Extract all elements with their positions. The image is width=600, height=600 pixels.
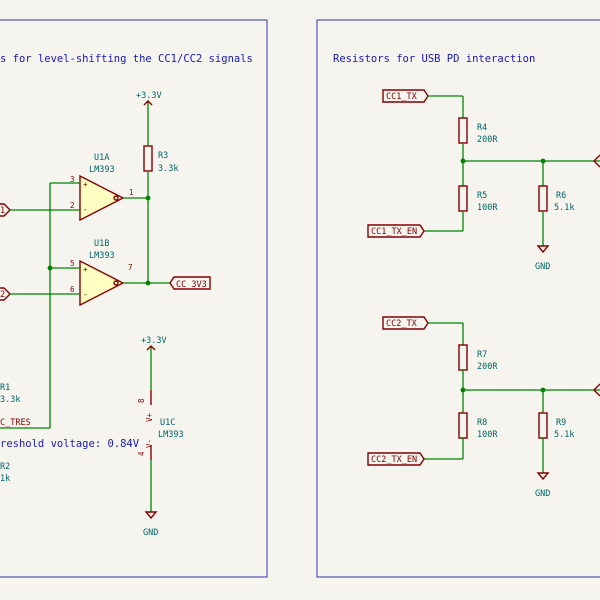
junction-cc1-node xyxy=(460,158,466,164)
resistor-r5: R5 100R xyxy=(458,185,498,213)
resistor-r3: R3 3.3k xyxy=(143,118,178,283)
output-label-cc1 xyxy=(593,154,600,168)
net-label-cc-tres: C_TRES xyxy=(0,418,31,428)
svg-text:R6: R6 xyxy=(556,191,566,201)
junction-u1a-out xyxy=(145,195,151,201)
power-symbol-3v3-u1c: +3.3V xyxy=(141,336,167,390)
u1b-ref: U1B xyxy=(94,239,109,249)
svg-text:200R: 200R xyxy=(477,362,498,372)
resistor-r7: R7 200R xyxy=(458,344,498,372)
svg-text:CC2_TX: CC2_TX xyxy=(386,319,418,329)
svg-text:R8: R8 xyxy=(477,418,487,428)
r2-value: 1k xyxy=(0,474,10,484)
input-label-cc2: 2 xyxy=(0,287,80,301)
power-symbol-3v3-top: +3.3V xyxy=(136,91,162,118)
svg-text:+3.3V: +3.3V xyxy=(141,336,167,346)
svg-text:+: + xyxy=(83,265,88,274)
junction-u1b-out xyxy=(145,280,151,286)
svg-text:R5: R5 xyxy=(477,191,487,201)
r1-value: 3.3k xyxy=(0,395,20,405)
u1c-pin-vplus-num: 8 xyxy=(137,398,146,403)
r3-ref: R3 xyxy=(158,151,168,161)
left-sheet-frame xyxy=(0,19,268,578)
svg-text:5.1k: 5.1k xyxy=(554,430,574,440)
svg-text:R9: R9 xyxy=(556,418,566,428)
net-label-cc2-tx-en: CC2_TX_EN xyxy=(367,452,425,466)
svg-text:-: - xyxy=(83,290,88,299)
r2-ref: R2 xyxy=(0,462,10,472)
right-sheet-frame xyxy=(316,19,600,578)
svg-text:CC_3V3: CC_3V3 xyxy=(176,280,207,290)
u1a-pin-out: 1 xyxy=(129,188,134,197)
resistor-r4: R4 200R xyxy=(458,117,498,145)
svg-text:2: 2 xyxy=(0,290,5,300)
u1c-pin-vminus-num: 4 xyxy=(137,451,146,456)
svg-text:100R: 100R xyxy=(477,203,498,213)
ground-symbol-r6: GND xyxy=(535,245,550,272)
output-label-cc2 xyxy=(593,383,600,397)
svg-text:-: - xyxy=(83,205,88,214)
right-sheet-title: Resistors for USB PD interaction xyxy=(333,53,535,65)
input-label-cc1: 1 xyxy=(0,203,80,217)
resistor-r6: R6 5.1k xyxy=(538,185,574,213)
u1b-pin-minus: 6 xyxy=(70,285,75,294)
u1a-pin-plus: 3 xyxy=(70,175,75,184)
svg-text:R7: R7 xyxy=(477,350,487,360)
ground-symbol-r9: GND xyxy=(535,472,550,499)
svg-text:GND: GND xyxy=(535,262,550,272)
u1c-ref: U1C xyxy=(160,418,175,428)
svg-text:CC2_TX_EN: CC2_TX_EN xyxy=(371,455,417,465)
u1a-ref: U1A xyxy=(94,153,109,163)
comparator-u1c-power-unit: 8 V+ V- 4 U1C LM393 xyxy=(137,390,184,512)
r3-value: 3.3k xyxy=(158,164,178,174)
svg-text:R4: R4 xyxy=(477,123,487,133)
comparator-u1b: + - 5 6 7 U1B LM393 xyxy=(70,239,170,307)
u1b-pin-out: 7 xyxy=(128,263,133,272)
u1a-pin-minus: 2 xyxy=(70,201,75,210)
u1a-value: LM393 xyxy=(89,165,115,175)
resistor-r8: R8 100R xyxy=(458,412,498,440)
u1c-value: LM393 xyxy=(158,430,184,440)
u1b-pin-plus: 5 xyxy=(70,259,75,268)
net-label-cc1-tx: CC1_TX xyxy=(382,89,429,103)
junction-cc2-node xyxy=(460,387,466,393)
comparator-u1a: + - 3 2 1 U1A LM393 xyxy=(70,153,148,222)
u1c-pin-vplus: V+ xyxy=(145,412,154,422)
svg-text:GND: GND xyxy=(535,489,550,499)
svg-text:GND: GND xyxy=(143,528,158,538)
r1-ref: R1 xyxy=(0,383,10,393)
svg-text:+: + xyxy=(83,180,88,189)
left-sheet-title: s for level-shifting the CC1/CC2 signals xyxy=(0,53,253,65)
svg-text:5.1k: 5.1k xyxy=(554,203,574,213)
svg-text:CC1_TX: CC1_TX xyxy=(386,92,418,102)
svg-text:100R: 100R xyxy=(477,430,498,440)
junction-ref xyxy=(47,265,53,271)
resistor-r9: R9 5.1k xyxy=(538,412,574,440)
threshold-note: reshold voltage: 0.84V xyxy=(0,438,140,450)
svg-text:CC1_TX_EN: CC1_TX_EN xyxy=(371,227,417,237)
u1b-value: LM393 xyxy=(89,251,115,261)
net-label-cc1-tx-en: CC1_TX_EN xyxy=(367,224,425,238)
net-label-cc-3v3: CC_3V3 xyxy=(169,276,211,290)
svg-text:1: 1 xyxy=(0,206,5,216)
ground-symbol-u1c: GND xyxy=(143,511,158,538)
svg-text:200R: 200R xyxy=(477,135,498,145)
svg-text:+3.3V: +3.3V xyxy=(136,91,162,101)
u1c-pin-vminus: V- xyxy=(145,439,154,448)
net-label-cc2-tx: CC2_TX xyxy=(382,316,429,330)
